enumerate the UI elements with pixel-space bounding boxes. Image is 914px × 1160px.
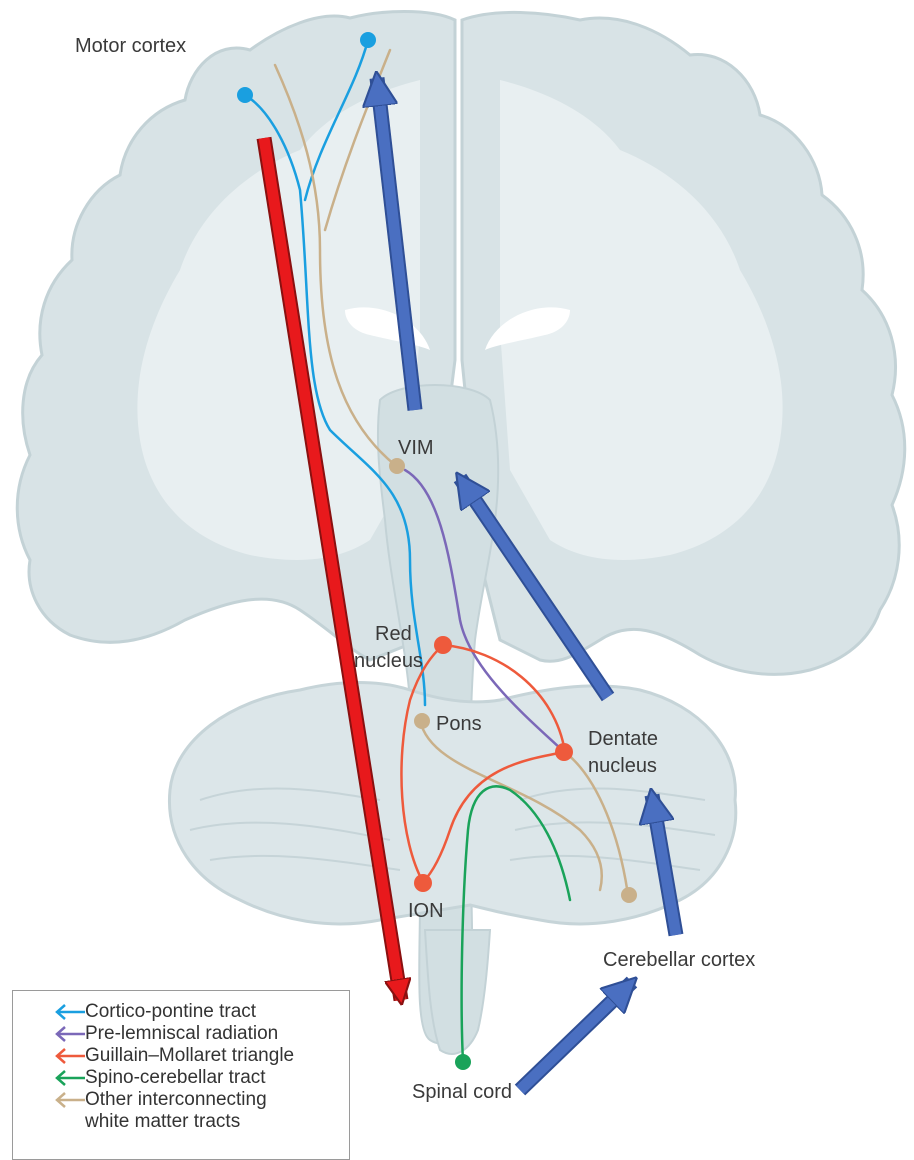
legend-swatch-icon bbox=[27, 1089, 85, 1111]
label-cerebellar-cortex: Cerebellar cortex bbox=[603, 949, 755, 971]
label-dentate-2: nucleus bbox=[588, 755, 657, 777]
label-spinal-cord: Spinal cord bbox=[412, 1081, 512, 1103]
vim-node bbox=[389, 458, 405, 474]
label-vim: VIM bbox=[398, 437, 434, 459]
legend-item: Cortico-pontine tract bbox=[27, 1001, 349, 1023]
legend-item: Pre-lemniscal radiation bbox=[27, 1023, 349, 1045]
ion-node bbox=[414, 874, 432, 892]
legend-item: Spino-cerebellar tract bbox=[27, 1067, 349, 1089]
legend-item: Other interconnecting bbox=[27, 1089, 349, 1111]
label-dentate-1: Dentate bbox=[588, 728, 658, 750]
motor-cortex-node-1 bbox=[237, 87, 253, 103]
legend-swatch-icon bbox=[27, 1067, 85, 1089]
legend-item: Guillain–Mollaret triangle bbox=[27, 1045, 349, 1067]
label-red-nucleus-2: nucleus bbox=[354, 650, 423, 672]
brain-coronal-section bbox=[17, 12, 905, 1054]
label-pons: Pons bbox=[436, 713, 482, 735]
cerebellar-node bbox=[621, 887, 637, 903]
legend-label: Pre-lemniscal radiation bbox=[85, 1023, 278, 1044]
legend-label: Spino-cerebellar tract bbox=[85, 1067, 266, 1088]
dentate-nucleus-node bbox=[555, 743, 573, 761]
label-ion: ION bbox=[408, 900, 444, 922]
legend: Cortico-pontine tract Pre-lemniscal radi… bbox=[12, 990, 350, 1160]
legend-label: Guillain–Mollaret triangle bbox=[85, 1045, 294, 1066]
label-motor-cortex: Motor cortex bbox=[75, 35, 186, 57]
motor-cortex-node-2 bbox=[360, 32, 376, 48]
legend-item-continuation: white matter tracts bbox=[27, 1111, 349, 1133]
legend-swatch-icon bbox=[27, 1023, 85, 1045]
legend-swatch-icon bbox=[27, 1001, 85, 1023]
red-nucleus-node bbox=[434, 636, 452, 654]
legend-label: Cortico-pontine tract bbox=[85, 1001, 256, 1022]
legend-swatch-icon bbox=[27, 1045, 85, 1067]
legend-label: white matter tracts bbox=[85, 1111, 240, 1132]
legend-label: Other interconnecting bbox=[85, 1089, 267, 1110]
pons-node bbox=[414, 713, 430, 729]
label-red-nucleus-1: Red bbox=[375, 623, 412, 645]
blue-arrow-spinal-to-cerebellar bbox=[520, 982, 632, 1090]
spinal-cord-node bbox=[455, 1054, 471, 1070]
